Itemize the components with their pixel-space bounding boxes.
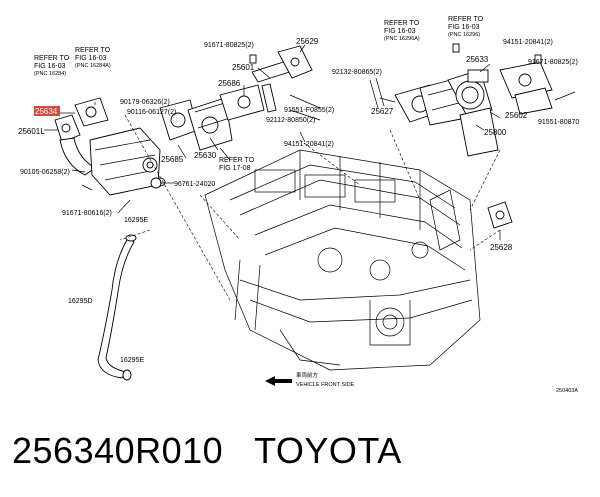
- refer-note-4-line2: FIG 16-03: [448, 24, 480, 31]
- label-90105: 90105-06258(2): [20, 169, 70, 176]
- label-91671-80825-mid: 91671-80825(2): [204, 42, 254, 49]
- label-25602: 25602: [505, 111, 528, 120]
- refer-note-4-line1: REFER TO: [448, 16, 484, 23]
- label-90116: 90116-06127(2): [127, 109, 176, 116]
- label-25628: 25628: [490, 243, 513, 252]
- front-label-en: VEHICLE FRONT SIDE: [296, 382, 355, 388]
- label-25634: 25634: [35, 107, 58, 116]
- arrow-left-icon: [265, 376, 292, 386]
- part-number: 256340R010: [12, 430, 224, 471]
- label-94151-right: 94151-20841(2): [503, 39, 553, 46]
- label-16295d: 16295D: [68, 298, 93, 305]
- label-94151-mid: 94151-20841(2): [284, 141, 334, 148]
- refer-note-5-line1: REFER TO: [219, 157, 255, 164]
- label-25685: 25685: [161, 155, 184, 164]
- label-96761: 96761-24020: [174, 181, 215, 188]
- label-25629: 25629: [296, 37, 319, 46]
- front-label-jp: 車両前方: [296, 371, 319, 379]
- vehicle-front-indicator: 車両前方 VEHICLE FRONT SIDE: [265, 371, 355, 388]
- label-91551-f0855: 91551-F0855(2): [284, 107, 334, 114]
- refer-note-1-line2: FIG 16-03: [34, 63, 66, 70]
- label-91671-80616: 91671-80616(2): [62, 210, 112, 217]
- label-90179: 90179-06326(2): [120, 99, 170, 106]
- label-92132: 92132-80865(2): [332, 69, 382, 76]
- brand-name: TOYOTA: [254, 430, 402, 471]
- refer-note-2-line3: (PNC 16284A): [75, 63, 111, 69]
- label-91551-80870: 91551-80870: [538, 119, 579, 126]
- label-16295e-bottom: 16295E: [120, 357, 144, 364]
- refer-note-1-line3: (PNC 16284): [34, 71, 66, 77]
- label-91671-right: 91671-80825(2): [528, 59, 578, 66]
- throttle-body-right-illustration: [394, 61, 553, 229]
- label-25601l: 25601L: [18, 127, 45, 136]
- refer-note-2-line1: REFER TO: [75, 47, 111, 54]
- label-16295e-top: 16295E: [124, 217, 148, 224]
- refer-note-2-line2: FIG 16-03: [75, 55, 107, 62]
- refer-note-3-line2: FIG 16-03: [384, 28, 416, 35]
- leader-lines: [44, 44, 501, 301]
- part-caption: 256340R010 TOYOTA: [12, 430, 402, 472]
- refer-note-3-line3: (PNC 16296A): [384, 36, 420, 42]
- label-25601: 25601: [232, 63, 255, 72]
- label-25800: 25800: [484, 128, 507, 137]
- label-25630: 25630: [194, 151, 217, 160]
- figure-number: 250403A: [556, 388, 578, 394]
- egr-cooler-middle-illustration: [150, 45, 313, 189]
- refer-note-3-line1: REFER TO: [384, 20, 420, 27]
- label-25627: 25627: [371, 107, 394, 116]
- label-92112: 92112-80850(2): [266, 117, 315, 124]
- highlight-box-25634: [34, 106, 60, 116]
- label-25633: 25633: [466, 55, 489, 64]
- engine-block-illustration: [204, 149, 481, 371]
- callout-labels: REFER TO FIG 16-03 (PNC 16284) REFER TO …: [18, 16, 579, 364]
- refer-note-1-line1: REFER TO: [34, 55, 70, 62]
- bolts-illustration: [249, 43, 576, 143]
- refer-note-4-line3: (PNC 16296): [448, 32, 480, 38]
- refer-note-5-line2: FIG 17-08: [219, 165, 251, 172]
- label-25686: 25686: [218, 79, 241, 88]
- parts-diagram: REFER TO FIG 16-03 (PNC 16284) REFER TO …: [18, 16, 579, 394]
